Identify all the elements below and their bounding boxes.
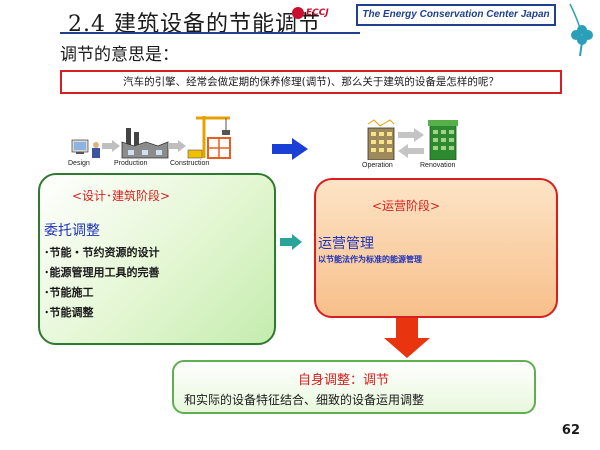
construction-icon	[187, 116, 231, 159]
self-adjustment-box	[172, 360, 536, 414]
logo-text: ECCJ	[306, 8, 329, 18]
arrow-right-icon	[102, 140, 120, 152]
phase-label-renovation: Renovation	[420, 162, 456, 169]
building-icon	[367, 119, 395, 160]
phase-label-construction: Construction	[170, 160, 210, 167]
arrow-down-icon	[384, 318, 430, 358]
list-item: ･节能调整	[44, 306, 94, 319]
page-number: 62	[561, 423, 580, 438]
green-building-icon	[428, 120, 458, 160]
teal-arrow-right-icon	[280, 234, 302, 250]
list-item: ･节能施工	[44, 286, 94, 299]
commissioning-title: 委托调整	[44, 223, 100, 239]
question-box: 汽车的引擎、经常会做定期的保养修理(调节)、那么关于建筑的设备是怎样的呢？	[60, 70, 562, 94]
org-name-banner: The Energy Conservation Center Japan	[356, 4, 556, 26]
factory-icon	[121, 128, 169, 159]
clover-icon	[569, 3, 593, 57]
design-icon	[71, 139, 100, 158]
subtitle: 调节的意思是：	[60, 45, 179, 65]
phase-label-operation: Operation	[362, 162, 393, 169]
self-adjustment-text: 和实际的设备特征结合、细致的设备运用调整	[184, 393, 425, 407]
phase-label-production: Production	[114, 160, 148, 167]
phase-label-design: Design	[68, 160, 90, 167]
arrow-right-icon	[168, 140, 186, 152]
eccj-logo-icon	[292, 7, 304, 19]
design-construction-box	[38, 173, 276, 345]
title-underline	[60, 32, 360, 34]
self-adjustment-title: 自身调整：调节	[298, 373, 390, 388]
operation-management-subtitle: 以节能法作为标准的能源管理	[318, 255, 422, 264]
cycle-arrows-icon	[398, 128, 424, 158]
eccj-logo: ECCJ	[292, 7, 329, 19]
operation-phase-heading: <运营阶段>	[372, 199, 441, 213]
operation-phase-box	[314, 178, 558, 318]
design-phase-heading: <设计･建筑阶段>	[72, 189, 171, 203]
list-item: ･能源管理用工具的完善	[44, 266, 160, 279]
big-arrow-right-icon	[272, 138, 308, 160]
list-item: ･节能・节约资源的设计	[44, 246, 160, 259]
operation-management-title: 运营管理	[318, 236, 374, 252]
